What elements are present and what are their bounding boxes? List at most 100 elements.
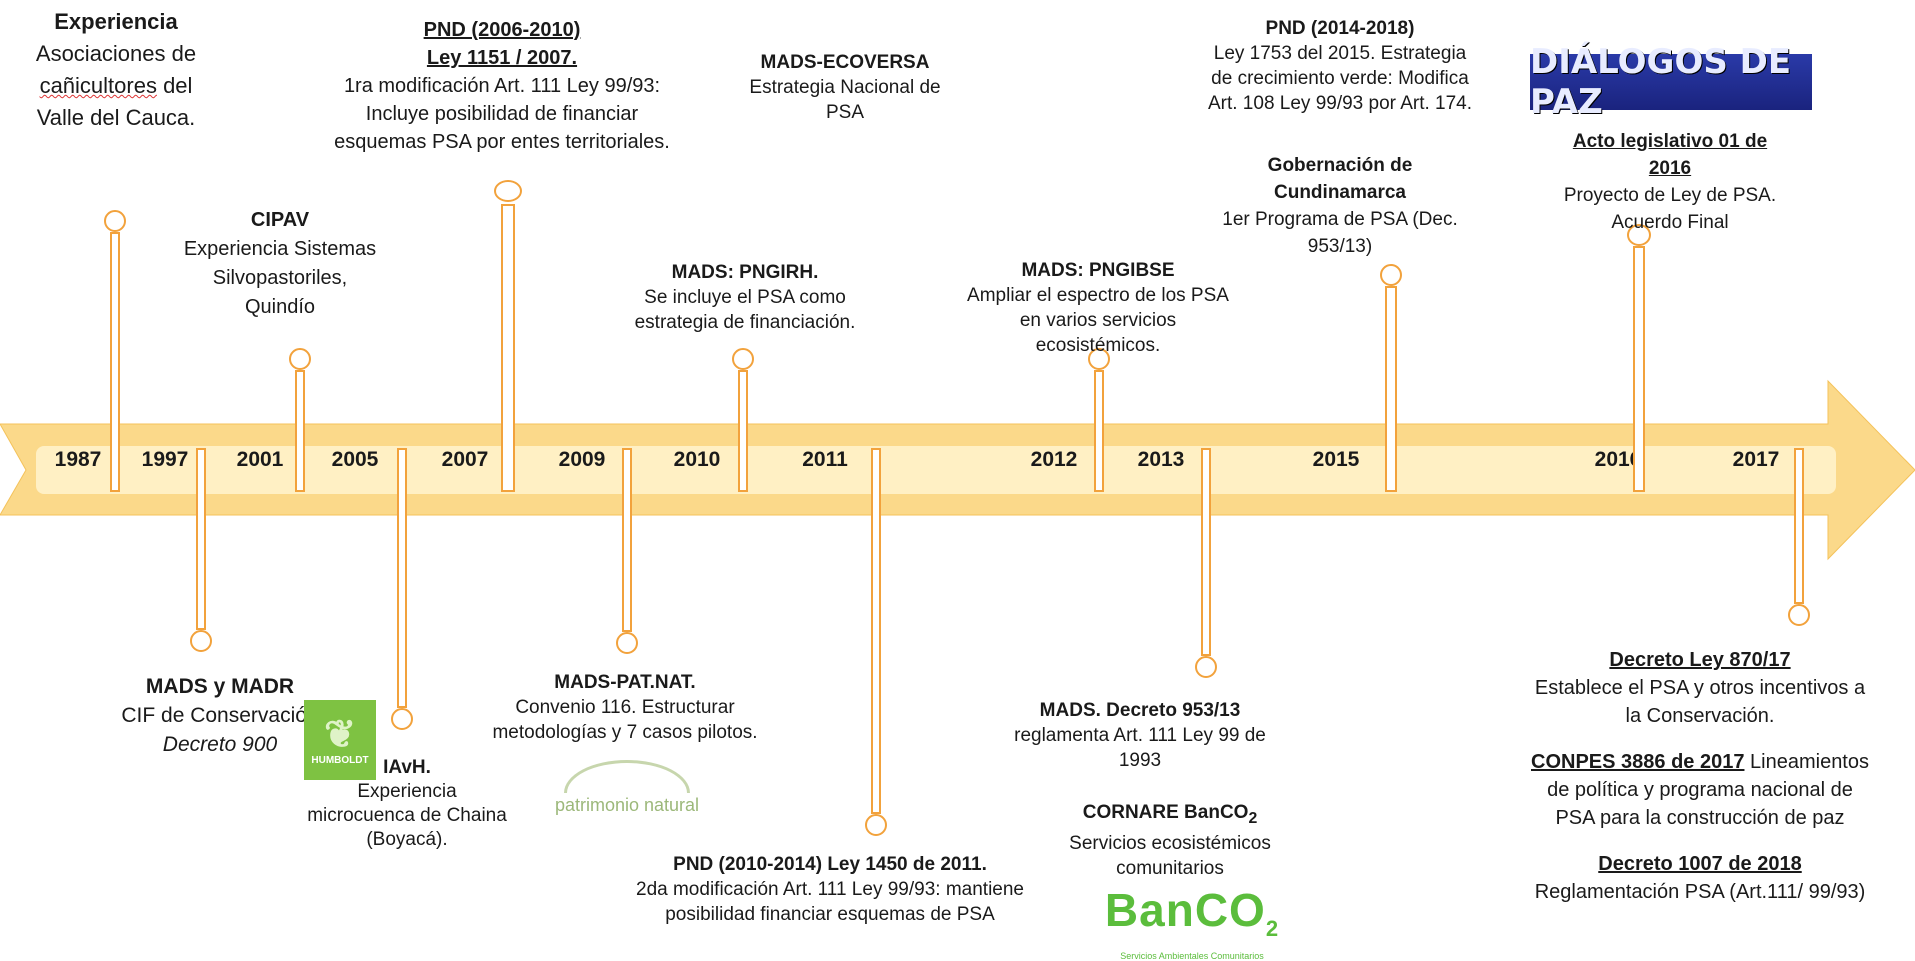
event-1987-line1: Asociaciones de <box>35 41 197 66</box>
banco2-logo-word: BanCO2 <box>1062 887 1322 951</box>
arrow-inner-band <box>36 446 1836 494</box>
stem-2005 <box>397 448 407 708</box>
event-ecoversa: MADS-ECOVERSA Estrategia Nacional de PSA <box>720 50 970 125</box>
event-ecoversa-line1: Estrategia Nacional de <box>749 77 941 98</box>
event-2017-decreto1007-title: Decreto 1007 de 2018 <box>1598 853 1802 875</box>
event-2007-line2: Incluye posibilidad de financiar <box>365 103 639 125</box>
banco2-logo: BanCO2 Servicios Ambientales Comunitario… <box>1062 887 1322 961</box>
event-2007-line1: 1ra modificación Art. 111 Ley 99/93: <box>343 75 661 97</box>
event-2013-title: MADS. Decreto 953/13 <box>1039 700 1241 721</box>
stem-2012 <box>1094 370 1104 492</box>
event-2012-line3: ecosistémicos. <box>1035 335 1161 356</box>
stem-1997 <box>196 448 206 630</box>
event-1987-line2: cañicultores del <box>8 70 224 102</box>
event-cornare-title-text: CORNARE BanCO <box>1082 802 1249 823</box>
event-2007-title1: PND (2006-2010) <box>423 19 581 41</box>
event-2010-line2: estrategia de financiación. <box>634 312 856 333</box>
event-2017-spacer2 <box>1490 832 1910 850</box>
event-2012-line2: en varios servicios <box>1019 310 1177 331</box>
event-2005: IAvH. Experiencia microcuenca de Chaina … <box>282 756 532 852</box>
banco2-logo-tagline: Servicios Ambientales Comunitarios <box>1120 951 1264 961</box>
stem-2011 <box>871 448 881 814</box>
event-2015: Gobernación de Cundinamarca 1er Programa… <box>1190 152 1490 260</box>
event-2001-line2: Silvopastoriles, <box>212 267 348 289</box>
event-2013: MADS. Decreto 953/13 reglamenta Art. 111… <box>990 698 1290 773</box>
event-1997-line1: CIF de Conservación <box>121 704 319 727</box>
event-cornare: CORNARE BanCO2 Servicios ecosistémicos c… <box>1030 800 1310 881</box>
stem-2007 <box>501 204 515 492</box>
event-2009-title: MADS-PAT.NAT. <box>554 672 696 693</box>
dialogos-de-paz-logo: DIÁLOGOS DE PAZ <box>1530 42 1812 122</box>
year-2007: 2007 <box>441 448 489 471</box>
event-2012: MADS: PNGIBSE Ampliar el espectro de los… <box>930 258 1266 358</box>
stem-1987 <box>110 232 120 492</box>
event-ecoversa-line2: PSA <box>825 102 865 123</box>
stem-2015 <box>1385 286 1397 492</box>
event-2015-title2: Cundinamarca <box>1274 182 1406 203</box>
event-2012-title: MADS: PNGIBSE <box>1021 260 1175 281</box>
stem-2013 <box>1201 448 1211 656</box>
marker-2011 <box>865 814 887 836</box>
event-1987-line3: Valle del Cauca. <box>36 105 196 130</box>
event-2001-line3: Quindío <box>244 296 316 318</box>
marker-2017 <box>1788 604 1810 626</box>
event-2015-line1: 1er Programa de PSA (Dec. <box>1222 209 1458 230</box>
event-2005-line3: (Boyacá). <box>366 829 448 850</box>
marker-1997 <box>190 630 212 652</box>
event-1987-line2-rest: del <box>156 73 193 98</box>
event-2011-line2: posibilidad financiar esquemas de PSA <box>665 904 995 925</box>
event-2005-title: IAvH. <box>383 757 431 778</box>
event-2015-line2: 953/13) <box>1307 236 1373 257</box>
marker-2015 <box>1380 264 1402 286</box>
event-2010: MADS: PNGIRH. Se incluye el PSA como est… <box>600 260 890 335</box>
event-2016: Acto legislativo 01 de 2016 Proyecto de … <box>1520 128 1820 236</box>
year-2001: 2001 <box>236 448 284 471</box>
event-2007-line3: esquemas PSA por entes territoriales. <box>334 131 670 153</box>
marker-1987 <box>104 210 126 232</box>
stem-2017 <box>1794 448 1804 604</box>
event-pnd-2014-line1: Ley 1753 del 2015. Estrategia <box>1213 43 1467 64</box>
event-2017-conpes-title: CONPES 3886 de 2017 <box>1531 751 1745 773</box>
event-2001-line1: Experiencia Sistemas <box>183 238 377 260</box>
event-1997: MADS y MADR CIF de Conservación Decreto … <box>80 672 360 759</box>
stem-2016 <box>1633 246 1645 492</box>
event-1997-line2: Decreto 900 <box>162 733 278 756</box>
event-pnd-2014-line2: de crecimiento verde: Modifica <box>1211 68 1469 89</box>
stem-2001 <box>295 370 305 492</box>
event-2012-line1: Ampliar el espectro de los PSA <box>967 285 1229 306</box>
event-2009-line1: Convenio 116. Estructurar <box>515 697 735 718</box>
year-2009: 2009 <box>558 448 606 471</box>
event-pnd-2014: PND (2014-2018) Ley 1753 del 2015. Estra… <box>1170 16 1510 116</box>
event-cornare-title-sub: 2 <box>1248 809 1258 827</box>
event-2009: MADS-PAT.NAT. Convenio 116. Estructurar … <box>470 670 780 745</box>
event-2017-decreto870-line1: Establece el PSA y otros incentivos a <box>1534 677 1866 699</box>
event-pnd-2014-title: PND (2014-2018) <box>1265 18 1415 39</box>
event-ecoversa-title: MADS-ECOVERSA <box>760 52 930 73</box>
marker-2013 <box>1195 656 1217 678</box>
event-2009-line2: metodologías y 7 casos pilotos. <box>492 722 758 743</box>
event-2011: PND (2010-2014) Ley 1450 de 2011. 2da mo… <box>590 852 1070 927</box>
marker-2009 <box>616 632 638 654</box>
event-2005-line2: microcuenca de Chaina <box>307 805 507 826</box>
event-2013-line1: reglamenta Art. 111 Ley 99 de <box>1014 725 1266 746</box>
patrimonio-natural-logo: patrimonio natural <box>547 760 707 822</box>
year-2011: 2011 <box>802 448 848 471</box>
event-1987-title: Experiencia <box>54 9 178 34</box>
year-2017: 2017 <box>1732 448 1780 471</box>
year-2005: 2005 <box>331 448 379 471</box>
event-2007: PND (2006-2010) Ley 1151 / 2007. 1ra mod… <box>282 16 722 156</box>
event-2011-title: PND (2010-2014) Ley 1450 de 2011. <box>673 854 987 875</box>
event-2017-decreto870-title: Decreto Ley 870/17 <box>1609 649 1791 671</box>
event-2016-title2: 2016 <box>1648 158 1692 179</box>
event-2017-conpes-line2: de política y programa nacional de <box>1547 779 1853 801</box>
leaf-icon: ❦ <box>324 713 356 756</box>
year-2010: 2010 <box>673 448 721 471</box>
event-cornare-line1: Servicios ecosistémicos <box>1069 832 1271 854</box>
event-1987-word: cañicultores <box>39 73 157 98</box>
patrimonio-logo-text: patrimonio natural <box>554 795 700 815</box>
year-1987: 1987 <box>54 448 102 471</box>
event-1987: Experiencia Asociaciones de cañicultores… <box>8 6 224 134</box>
marker-2005 <box>391 708 413 730</box>
year-2012: 2012 <box>1030 448 1078 471</box>
humboldt-logo: ❦ HUMBOLDT <box>304 700 376 780</box>
